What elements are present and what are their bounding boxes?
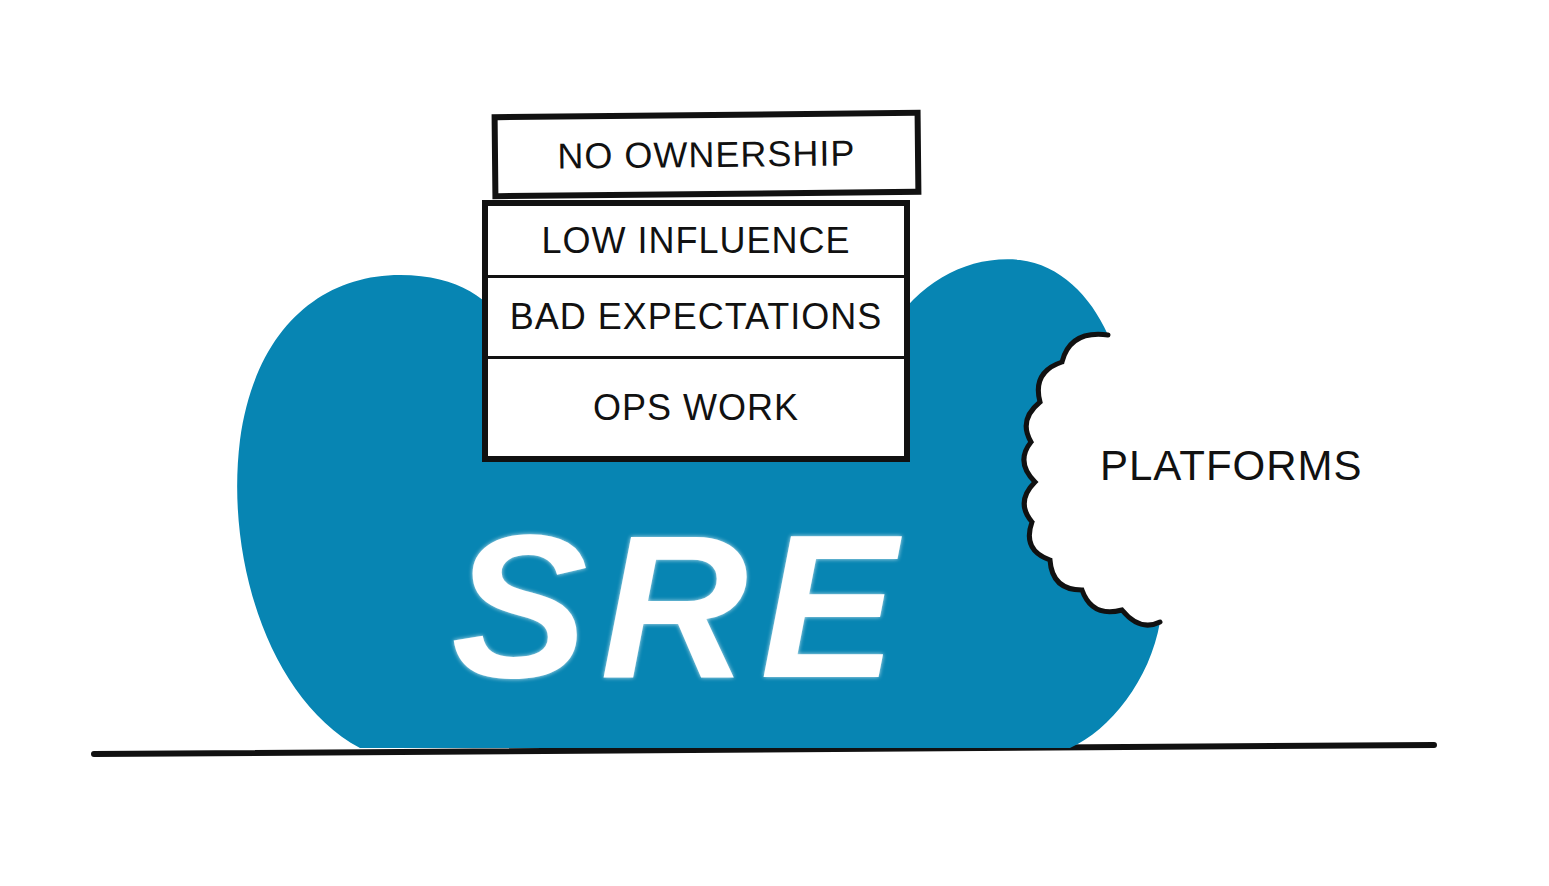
problem-box: BAD EXPECTATIONS <box>482 278 911 359</box>
problem-box: LOW INFLUENCE <box>482 200 911 278</box>
box-label: BAD EXPECTATIONS <box>510 296 883 338</box>
problem-box: OPS WORK <box>482 359 911 462</box>
blob-fill <box>237 259 1160 748</box>
region-label: PLATFORMS <box>1100 442 1363 490</box>
box-label: OPS WORK <box>593 387 799 429</box>
region-label: PLATFORMS <box>1100 442 1363 489</box>
blob-title: SRE <box>451 503 909 708</box>
box-label: NO OWNERSHIP <box>557 132 855 177</box>
box-label: LOW INFLUENCE <box>541 220 850 262</box>
problem-box: NO OWNERSHIP <box>492 110 922 199</box>
